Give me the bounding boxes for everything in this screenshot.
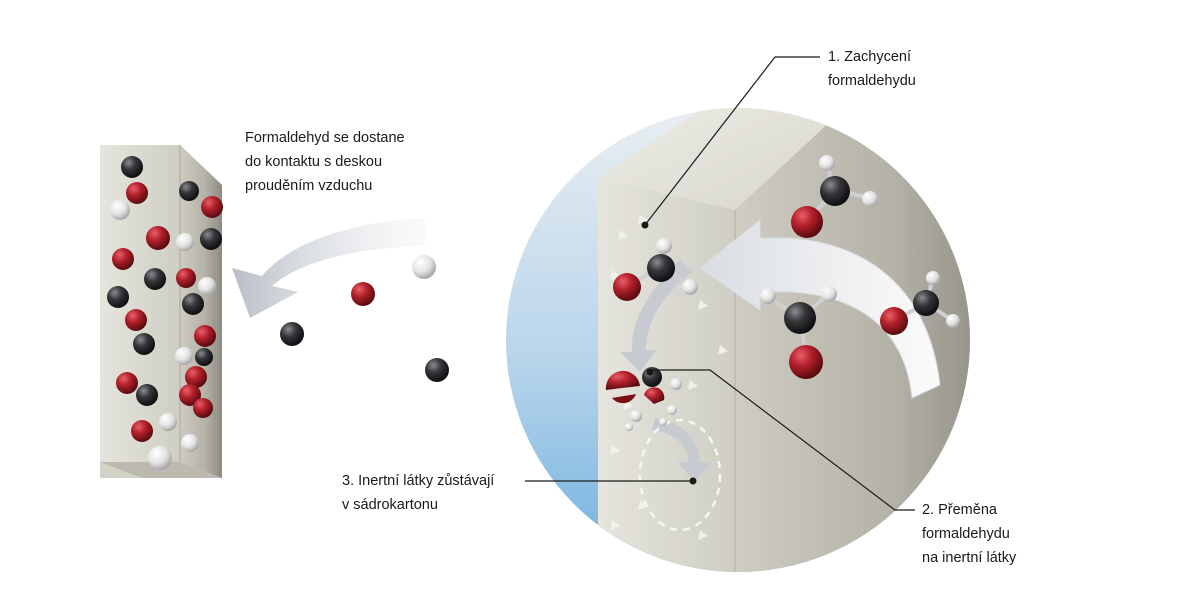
step3-label: 3. Inertní látky zůstávají v sádrokarton… bbox=[342, 469, 494, 517]
step1-label: 1. Zachycení formaldehydu bbox=[828, 45, 916, 93]
step2-label: 2. Přeměna formaldehydu na inertní látky bbox=[922, 498, 1016, 570]
intro-label: Formaldehyd se dostane do kontaktu s des… bbox=[245, 126, 405, 198]
floating-molecules bbox=[280, 255, 449, 382]
airflow-arrow-left bbox=[232, 218, 425, 318]
left-board bbox=[100, 145, 222, 478]
